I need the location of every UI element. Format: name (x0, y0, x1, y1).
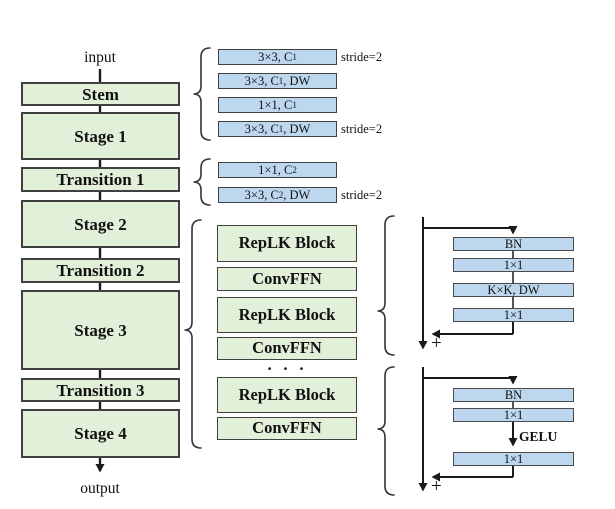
detail-layer-label: 1×1 (503, 451, 524, 466)
stride-label-stem-4: stride=2 (341, 122, 383, 136)
detail-layer-label: BN (504, 236, 523, 251)
stack-ellipsis: · · · (266, 359, 308, 378)
replk-detail-conv1-layer: 1×1 (453, 258, 574, 272)
layer-text: 3×3, C (244, 187, 279, 202)
stem-block-label: Stem (82, 84, 119, 104)
gelu-activation-label: GELU (519, 429, 558, 444)
stage-2-label: Stage 2 (74, 214, 127, 234)
stack-replk-block-3: RepLK Block (217, 377, 357, 413)
stack-item-label: RepLK Block (238, 304, 336, 324)
detail-layer-label: K×K, DW (487, 282, 540, 297)
brace-transition-layers (193, 158, 211, 206)
stack-item-label: ConvFFN (252, 338, 322, 358)
detail-layer-label: 1×1 (503, 257, 524, 272)
stride-label-stem-1: stride=2 (341, 50, 383, 64)
stage-3-label: Stage 3 (74, 320, 127, 340)
stack-convffn-3: ConvFFN (217, 417, 357, 440)
stage-4-label: Stage 4 (74, 424, 127, 443)
detail-layer-label: 1×1 (503, 307, 524, 322)
layer-text: 3×3, C (244, 121, 279, 136)
stage-2-block: Stage 2 (21, 200, 180, 248)
convffn-residual-plus: + (431, 476, 442, 497)
stack-replk-block-2: RepLK Block (217, 297, 357, 333)
stack-replk-block-1: RepLK Block (217, 225, 357, 262)
braces (184, 47, 395, 496)
stage-1-label: Stage 1 (74, 126, 127, 146)
output-label: output (80, 480, 120, 497)
detail-layer-label: BN (504, 387, 523, 402)
stage-4-block: Stage 4 (21, 409, 180, 458)
replk-residual-plus: + (431, 333, 442, 354)
convffn-detail-conv2-layer: 1×1 (453, 452, 574, 466)
stage-1-block: Stage 1 (21, 112, 180, 160)
stack-item-label: RepLK Block (238, 233, 336, 253)
replk-detail-bn-layer: BN (453, 237, 574, 251)
stage-3-block: Stage 3 (21, 290, 180, 370)
replk-detail-dwconv-layer: K×K, DW (453, 283, 574, 297)
convffn-detail-bn-layer: BN (453, 388, 574, 402)
stack-item-label: RepLK Block (238, 384, 336, 404)
stack-convffn-2: ConvFFN (217, 337, 357, 360)
transition-3-label: Transition 3 (56, 380, 145, 400)
transition-1-block: Transition 1 (21, 167, 180, 192)
transition-3-block: Transition 3 (21, 378, 180, 402)
convffn-detail-conv1-layer: 1×1 (453, 408, 574, 422)
input-label: input (84, 49, 116, 66)
layer-text: 3×3, C (258, 49, 293, 64)
convffn-detail-wiring (418, 367, 518, 492)
brace-stem-layers (193, 47, 211, 141)
stride-label-transition-2: stride=2 (341, 188, 383, 202)
layer-text: 1×1, C (258, 162, 293, 177)
stack-convffn-1: ConvFFN (217, 267, 357, 291)
transition-1-label: Transition 1 (56, 170, 145, 189)
replk-detail-wiring (418, 217, 518, 350)
layer-text-suffix: , DW (283, 121, 311, 136)
layer-text-suffix: , DW (283, 73, 311, 88)
brace-convffn-detail (377, 366, 395, 496)
replk-detail-conv2-layer: 1×1 (453, 308, 574, 322)
transition-2-block: Transition 2 (21, 258, 180, 283)
detail-layer-label: 1×1 (503, 407, 524, 422)
brace-replk-detail (377, 215, 395, 356)
transition-2-label: Transition 2 (56, 261, 145, 280)
stem-block: Stem (21, 82, 180, 106)
layer-text: 3×3, C (244, 73, 279, 88)
stack-item-label: ConvFFN (252, 418, 322, 438)
stack-item-label: ConvFFN (252, 268, 322, 288)
layer-text: 1×1, C (258, 97, 293, 112)
brace-stage-stack (184, 219, 202, 449)
layer-text-suffix: , DW (283, 187, 311, 202)
